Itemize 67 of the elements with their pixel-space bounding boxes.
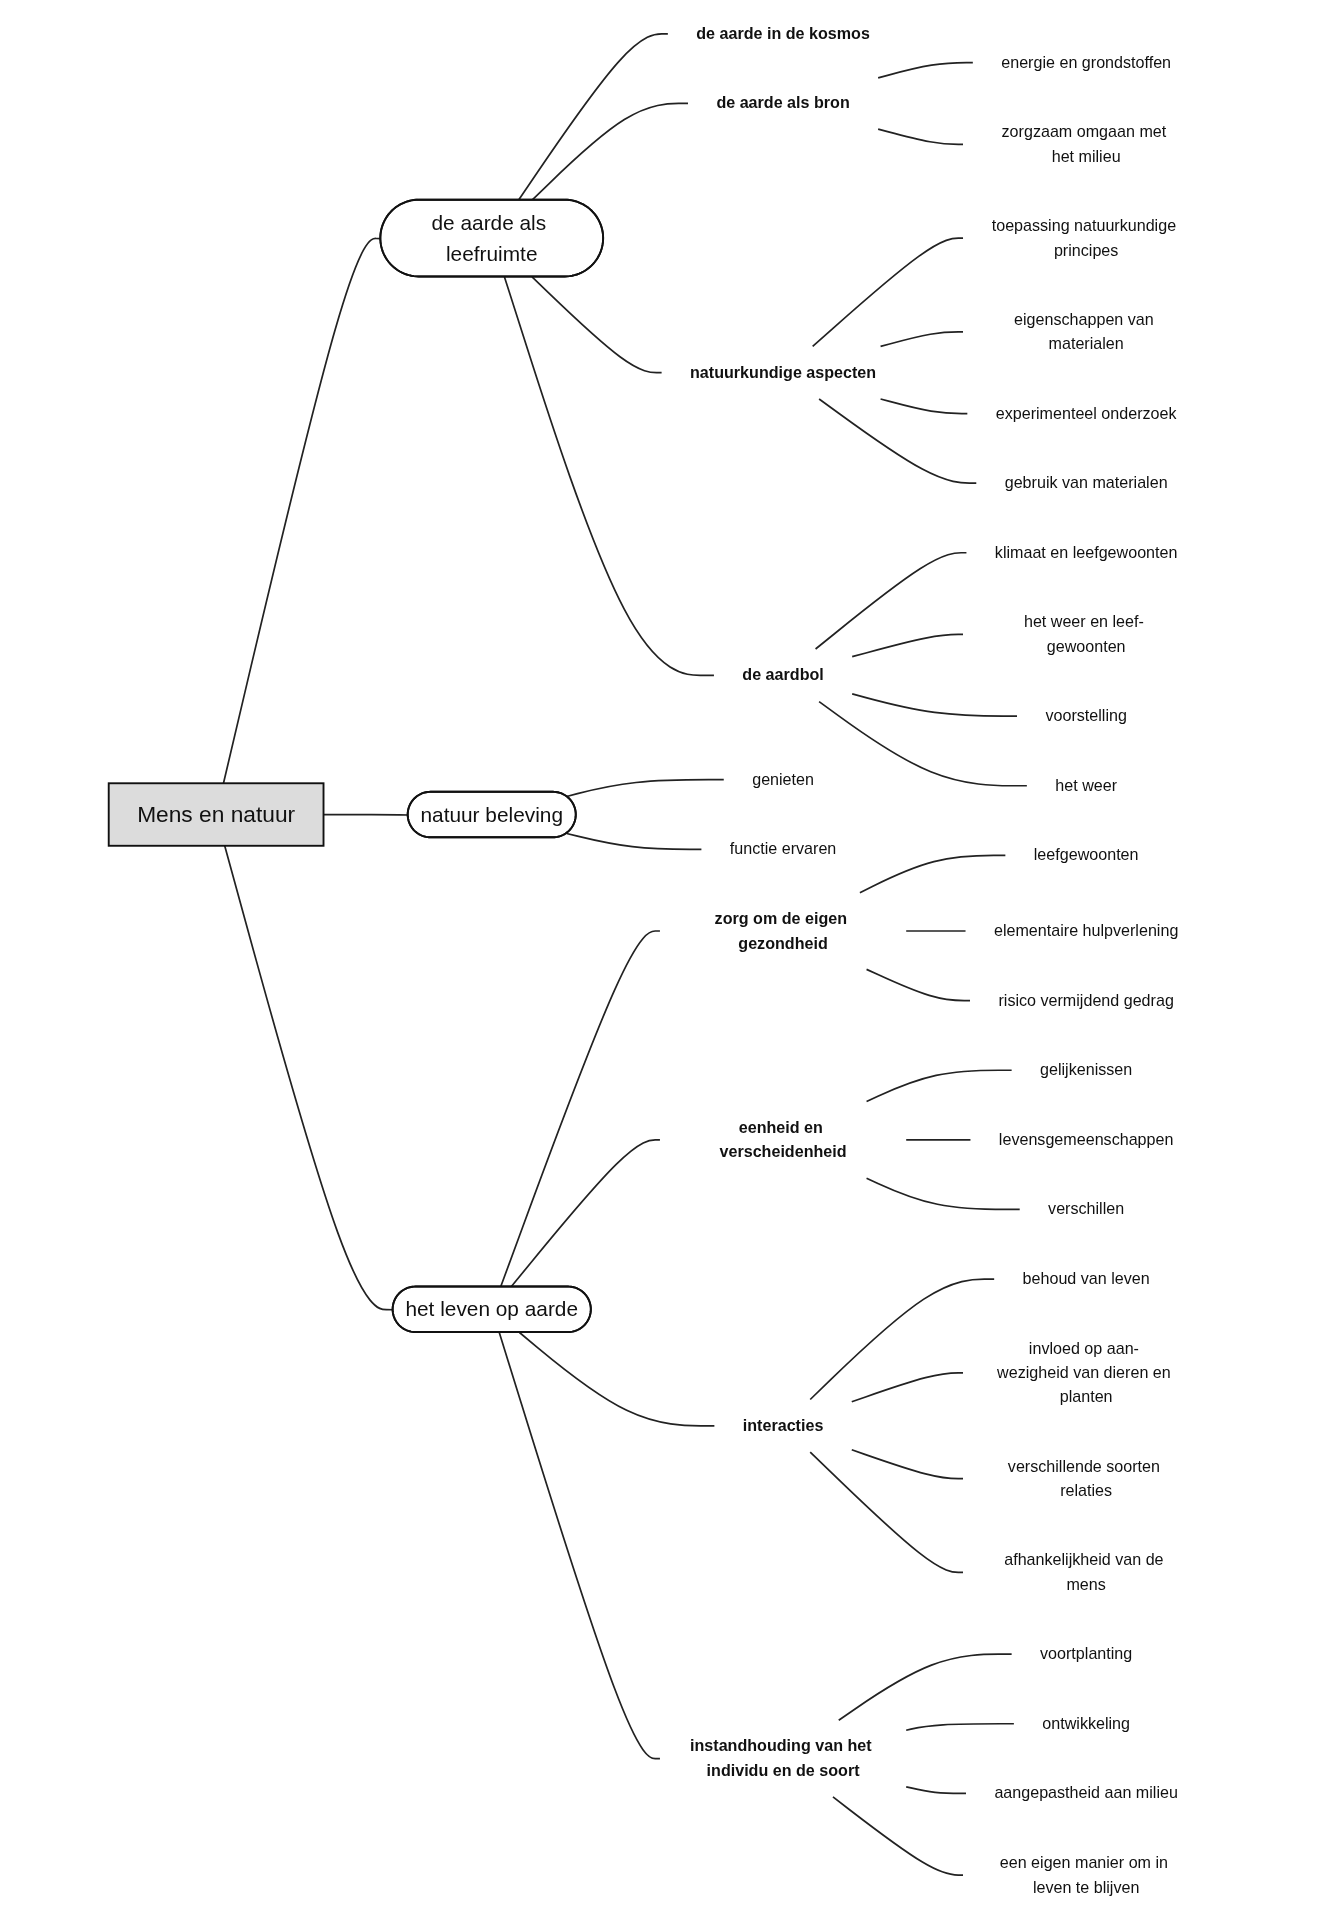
node-text: afhankelijkheid van de mens <box>1004 1551 1164 1594</box>
node-text: experimenteel onderzoek <box>995 404 1177 423</box>
node-text: natuurkundige aspecten <box>690 363 877 382</box>
node-text: interacties <box>742 1416 824 1435</box>
connector <box>851 633 964 658</box>
connector <box>499 930 661 1288</box>
node-text: ontwikkeling <box>1042 1714 1130 1733</box>
node-text: de aardbol <box>742 666 824 685</box>
node-text: functie ervaren <box>729 840 837 859</box>
node-text: voortplanting <box>1040 1644 1133 1663</box>
connector <box>809 1278 995 1401</box>
connector <box>851 693 1018 717</box>
connector <box>905 1722 1015 1732</box>
connector <box>510 1139 661 1288</box>
connector <box>832 1796 964 1876</box>
node-text: eigenschappen van materialen <box>1014 310 1154 353</box>
connector <box>503 276 715 677</box>
connector <box>850 1448 964 1480</box>
connector <box>565 832 703 851</box>
node-text: zorg om de eigen gezondheid <box>714 909 848 952</box>
connector <box>865 1069 1013 1103</box>
node-text: toepassing natuurkundige principes <box>991 216 1177 259</box>
node-text: levensgemeenschappen <box>998 1130 1174 1149</box>
node-text: het weer en leef- gewoonten <box>1023 613 1144 656</box>
connector <box>811 237 964 348</box>
connector <box>498 1331 661 1760</box>
node-text: voorstelling <box>1045 706 1127 725</box>
connector <box>877 128 964 146</box>
node-text: gebruik van materialen <box>1004 473 1168 492</box>
node-text: elementaire hulpverlening <box>993 921 1179 940</box>
node-text: aangepastheid aan milieu <box>994 1784 1178 1803</box>
node-text: zorgzaam omgaan met het milieu <box>1001 123 1167 166</box>
connector <box>865 968 971 1002</box>
connector <box>518 1331 716 1427</box>
node-text: behoud van leven <box>1022 1269 1150 1288</box>
node-text: verschillen <box>1048 1200 1125 1219</box>
node-text: energie en grondstoffen <box>1001 53 1172 72</box>
node-text: gelijkenissen <box>1040 1061 1133 1080</box>
connector <box>837 1653 1013 1722</box>
connector <box>877 61 974 79</box>
connector <box>905 1139 972 1141</box>
connector <box>905 1786 967 1795</box>
connector <box>879 398 969 415</box>
connector <box>809 1451 964 1574</box>
node-text: de aarde als bron <box>716 94 850 113</box>
connector <box>859 854 1007 894</box>
node-text: het weer <box>1055 776 1118 795</box>
connector <box>850 1372 964 1403</box>
node-text: instandhouding van het individu en de soort <box>690 1737 872 1780</box>
node-text: eenheid en verscheidenheid <box>719 1118 847 1161</box>
connector <box>565 778 725 798</box>
node-text: een eigen manier om in leven te blijven <box>999 1853 1169 1896</box>
node-text: genieten <box>752 770 814 789</box>
node-text: invloed op aan- wezigheid van dieren en planten <box>997 1339 1171 1406</box>
connector <box>531 276 663 374</box>
node-text: verschillende soorten relaties <box>1007 1457 1160 1500</box>
connector <box>814 551 968 650</box>
node-text: de aarde in de kosmos <box>696 24 870 43</box>
node-text: risico vermijdend gedrag <box>998 991 1174 1010</box>
connector <box>865 1177 1021 1211</box>
node-text: klimaat en leefgewoonten <box>994 543 1178 562</box>
node-box <box>107 782 325 847</box>
connector <box>818 700 1028 787</box>
node-text: leefgewoonten <box>1033 846 1139 865</box>
connector <box>905 930 967 932</box>
connector <box>818 398 978 484</box>
connector <box>879 331 964 348</box>
